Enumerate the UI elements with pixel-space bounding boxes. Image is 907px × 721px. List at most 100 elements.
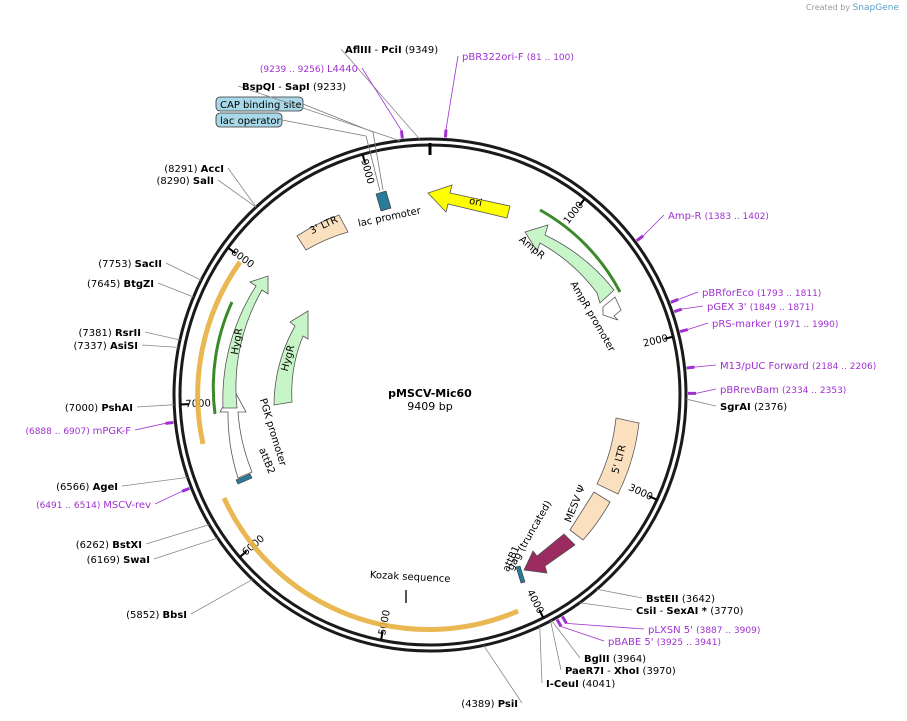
boxed-features: CAP binding site lac operator xyxy=(215,96,384,192)
site-leader-sacii xyxy=(165,262,202,281)
site-text-acci-0: (8291) xyxy=(164,164,200,175)
primer-leader-m13 xyxy=(694,364,717,368)
attb2-mark xyxy=(235,473,253,485)
pgk-promoter-arrow xyxy=(219,387,253,479)
site-text-csii-3: (3770) xyxy=(707,606,744,617)
primer-coord-prs: (1971 .. 1990) xyxy=(774,320,838,330)
snapgene-logo-text: SnapGene xyxy=(852,3,899,13)
site-label-bsteii: BstEII (3642) xyxy=(646,594,715,605)
site-text-pshai-1: PshAI xyxy=(101,403,133,414)
primer-coord-pbr322ori: (81 .. 100) xyxy=(527,53,574,63)
tick-mark-2000 xyxy=(664,335,674,340)
primer-leader-pbabe xyxy=(560,626,605,642)
site-leader-acci xyxy=(227,167,257,208)
primer-mark-pbrforeco xyxy=(670,298,679,304)
site-leader-swai xyxy=(153,537,218,560)
primer-coord-mpgkf: (6888 .. 6907) xyxy=(25,427,92,437)
primer-sites: pBR322ori-F (81 .. 100) (9239 .. 9256) L4… xyxy=(25,52,876,648)
site-text-csii-2: SexAI * xyxy=(666,606,707,617)
site-label-sgrai: SgrAI (2376) xyxy=(720,402,787,413)
tick-mark-5000 xyxy=(380,631,384,641)
primer-label-plxsn: pLXSN 5' (3887 .. 3909) xyxy=(648,625,760,636)
primer-mark-m13 xyxy=(686,365,695,370)
primer-text-msvrev: MSCV-rev xyxy=(103,500,151,511)
primer-text-m13: M13/pUC Forward xyxy=(720,361,812,372)
ori-arrow xyxy=(427,184,511,219)
site-label-rsrii: (7381) RsrII xyxy=(79,328,141,339)
label-ori: ori xyxy=(468,196,483,209)
site-text-acci-1: AccI xyxy=(201,164,224,175)
created-by-text: Created by xyxy=(806,3,851,12)
primer-mark-ampr-p xyxy=(635,234,645,242)
site-leader-sgrai xyxy=(685,398,717,407)
site-text-pae-0: PaeR7I xyxy=(565,666,604,677)
lac-operator-leader2 xyxy=(365,135,381,192)
site-label-csii: CsiI - SexAI * (3770) xyxy=(636,606,744,617)
site-leader-bstxi xyxy=(145,524,210,545)
site-label-btgzi: (7645) BtgZI xyxy=(87,279,154,290)
site-text-iceui-0: I-CeuI xyxy=(546,679,579,690)
site-label-bstxi: (6262) BstXI xyxy=(76,540,142,551)
site-leader-bsteii xyxy=(596,588,643,599)
plasmid-name: pMSCV-Mic60 xyxy=(388,387,472,400)
site-text-bbsi-1: BbsI xyxy=(163,610,187,621)
site-text-bglii-0: BglII xyxy=(584,654,610,665)
primer-mark-pgex3 xyxy=(673,307,683,314)
ampr-arrow xyxy=(524,224,615,304)
primer-leader-pbr322ori xyxy=(445,55,459,130)
ltr5-box xyxy=(596,417,640,495)
site-label-agei: (6566) AgeI xyxy=(56,482,118,493)
site-text-swai-1: SwaI xyxy=(123,555,150,566)
site-leader-pshai xyxy=(136,404,175,408)
site-text-btgzi-0: (7645) xyxy=(87,279,123,290)
primer-text-pbabe: pBABE 5' xyxy=(608,637,657,648)
primer-text-prs: pRS-marker xyxy=(712,319,774,330)
site-leader-btgzi xyxy=(157,282,194,298)
primer-label-l4440: (9239 .. 9256) L4440 xyxy=(260,64,358,75)
primer-label-pbr322ori: pBR322ori-F (81 .. 100) xyxy=(462,52,574,63)
snapgene-watermark: Created by SnapGene xyxy=(806,3,899,13)
site-leader-csii xyxy=(579,602,633,611)
primer-label-mpgkf: (6888 .. 6907) mPGK-F xyxy=(25,426,131,437)
lac-operator-label: lac operator xyxy=(220,116,281,127)
site-text-afliii-0: AflIII xyxy=(345,45,371,56)
mesv-box xyxy=(569,491,611,541)
site-text-bstxi-1: BstXI xyxy=(112,540,142,551)
primer-label-prs: pRS-marker (1971 .. 1990) xyxy=(712,319,838,330)
primer-text-pgex3: pGEX 3' xyxy=(707,302,750,313)
primer-coord-ampr-p: (1383 .. 1402) xyxy=(705,212,769,222)
primer-text-mpgkf: mPGK-F xyxy=(93,426,132,437)
site-text-sacii-1: SacII xyxy=(135,259,162,270)
primer-mark-pbabe xyxy=(555,618,563,628)
primer-leader-plxsn xyxy=(566,622,645,630)
tick-label-5000: 5000 xyxy=(377,609,393,636)
site-text-csii-1: - xyxy=(656,606,666,617)
primer-label-pbrforeco: pBRforEco (1793 .. 1811) xyxy=(702,288,821,299)
site-leader-rsrii xyxy=(144,331,181,341)
label-kozak: Kozak sequence xyxy=(370,570,451,585)
site-leader-psii xyxy=(483,645,523,704)
primer-mark-mpgkf xyxy=(165,420,174,425)
gag-arrow xyxy=(523,533,576,574)
site-label-bglii: BglII (3964) xyxy=(584,654,646,665)
site-text-bsteii-1: (3642) xyxy=(679,594,716,605)
cap-binding-label: CAP binding site xyxy=(220,100,302,111)
site-label-iceui: I-CeuI (4041) xyxy=(546,679,615,690)
site-text-pae-1: - xyxy=(604,666,614,677)
site-label-pae: PaeR7I - XhoI (3970) xyxy=(565,666,676,677)
primer-coord-msvrev: (6491 .. 6514) xyxy=(36,501,103,511)
site-label-psii: (4389) PsiI xyxy=(461,699,518,710)
site-text-sgrai-1: (2376) xyxy=(751,402,788,413)
primer-leader-msvrev xyxy=(154,490,183,505)
site-text-agei-0: (6566) xyxy=(56,482,92,493)
backbone-outer xyxy=(172,137,688,653)
lac-promoter-mark xyxy=(375,190,392,212)
primer-leader-pbrrevbam xyxy=(695,388,717,394)
site-leader-bbsi xyxy=(190,579,253,615)
orf-highlight-hygr-inner xyxy=(211,301,234,415)
hygr1-arrow xyxy=(222,275,269,409)
site-text-bspqi-1: - xyxy=(275,82,285,93)
primer-leader-pgex3 xyxy=(681,305,704,310)
site-label-swai: (6169) SwaI xyxy=(87,555,150,566)
orf-highlight-ampr xyxy=(539,208,622,293)
